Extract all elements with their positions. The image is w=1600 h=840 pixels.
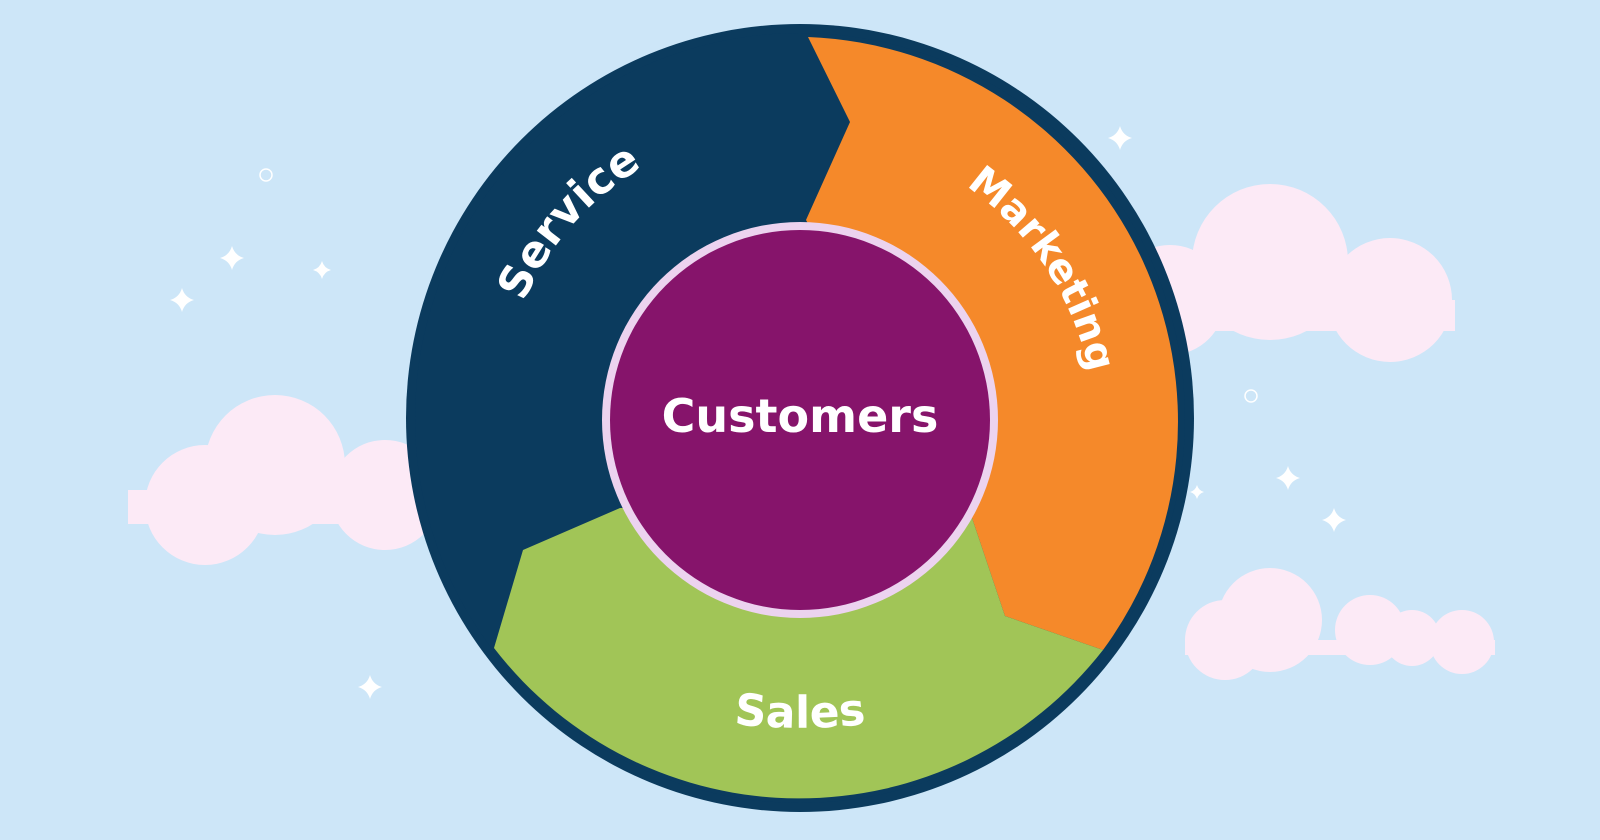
sparkle-icon xyxy=(170,288,194,312)
sparkle-icon xyxy=(313,261,331,279)
customers-center xyxy=(610,230,990,610)
segment-sales xyxy=(494,508,1103,799)
small-ring-decoration xyxy=(259,168,273,182)
small-ring-decoration xyxy=(1244,389,1258,403)
sales-label: Sales xyxy=(733,684,867,739)
sparkle-icon xyxy=(1322,508,1346,532)
sparkle-icon xyxy=(358,675,382,699)
center-label: Customers xyxy=(662,389,939,443)
sparkle-icon xyxy=(1190,485,1204,499)
cloud-right-bottom xyxy=(1185,568,1495,680)
segment-marketing xyxy=(806,37,1178,650)
sparkle-icon xyxy=(1108,126,1132,150)
cloud-left xyxy=(128,395,448,565)
sparkle-icon xyxy=(220,246,244,270)
sparkle-icon xyxy=(1276,466,1300,490)
svg-text:Sales: Sales xyxy=(733,684,867,739)
sparkles xyxy=(170,126,1346,699)
cloud-right-top xyxy=(1115,184,1455,362)
